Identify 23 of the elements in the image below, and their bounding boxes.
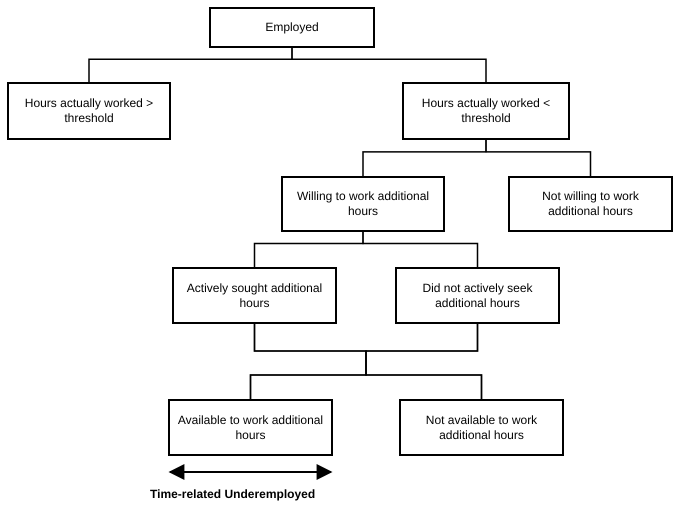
caption-label: Time-related Underemployed (150, 487, 316, 501)
box-label: Hours actually worked > threshold (24, 96, 154, 126)
connector-line (485, 140, 592, 176)
box-label: Actively sought additional hours (186, 280, 324, 310)
box-label: Did not actively seek additional hours (421, 280, 534, 310)
connector-line (362, 232, 478, 267)
process-box (281, 176, 445, 232)
connector-line (291, 48, 487, 82)
process-box (7, 82, 171, 140)
process-box (402, 82, 570, 140)
box-label: Not available to work additional hours (424, 412, 538, 442)
box-label: Not willing to work additional hours (541, 189, 640, 219)
process-box (395, 267, 560, 324)
box-label: Hours actually worked < threshold (420, 96, 552, 126)
connector-line (365, 324, 482, 399)
process-box (508, 176, 673, 232)
box-label: Willing to work additional hours (296, 189, 430, 219)
box-label: Available to work additional hours (176, 412, 324, 442)
process-box (209, 7, 375, 48)
process-box (168, 399, 333, 456)
box-label: Employed (265, 20, 319, 35)
process-box (399, 399, 564, 456)
process-box (172, 267, 337, 324)
